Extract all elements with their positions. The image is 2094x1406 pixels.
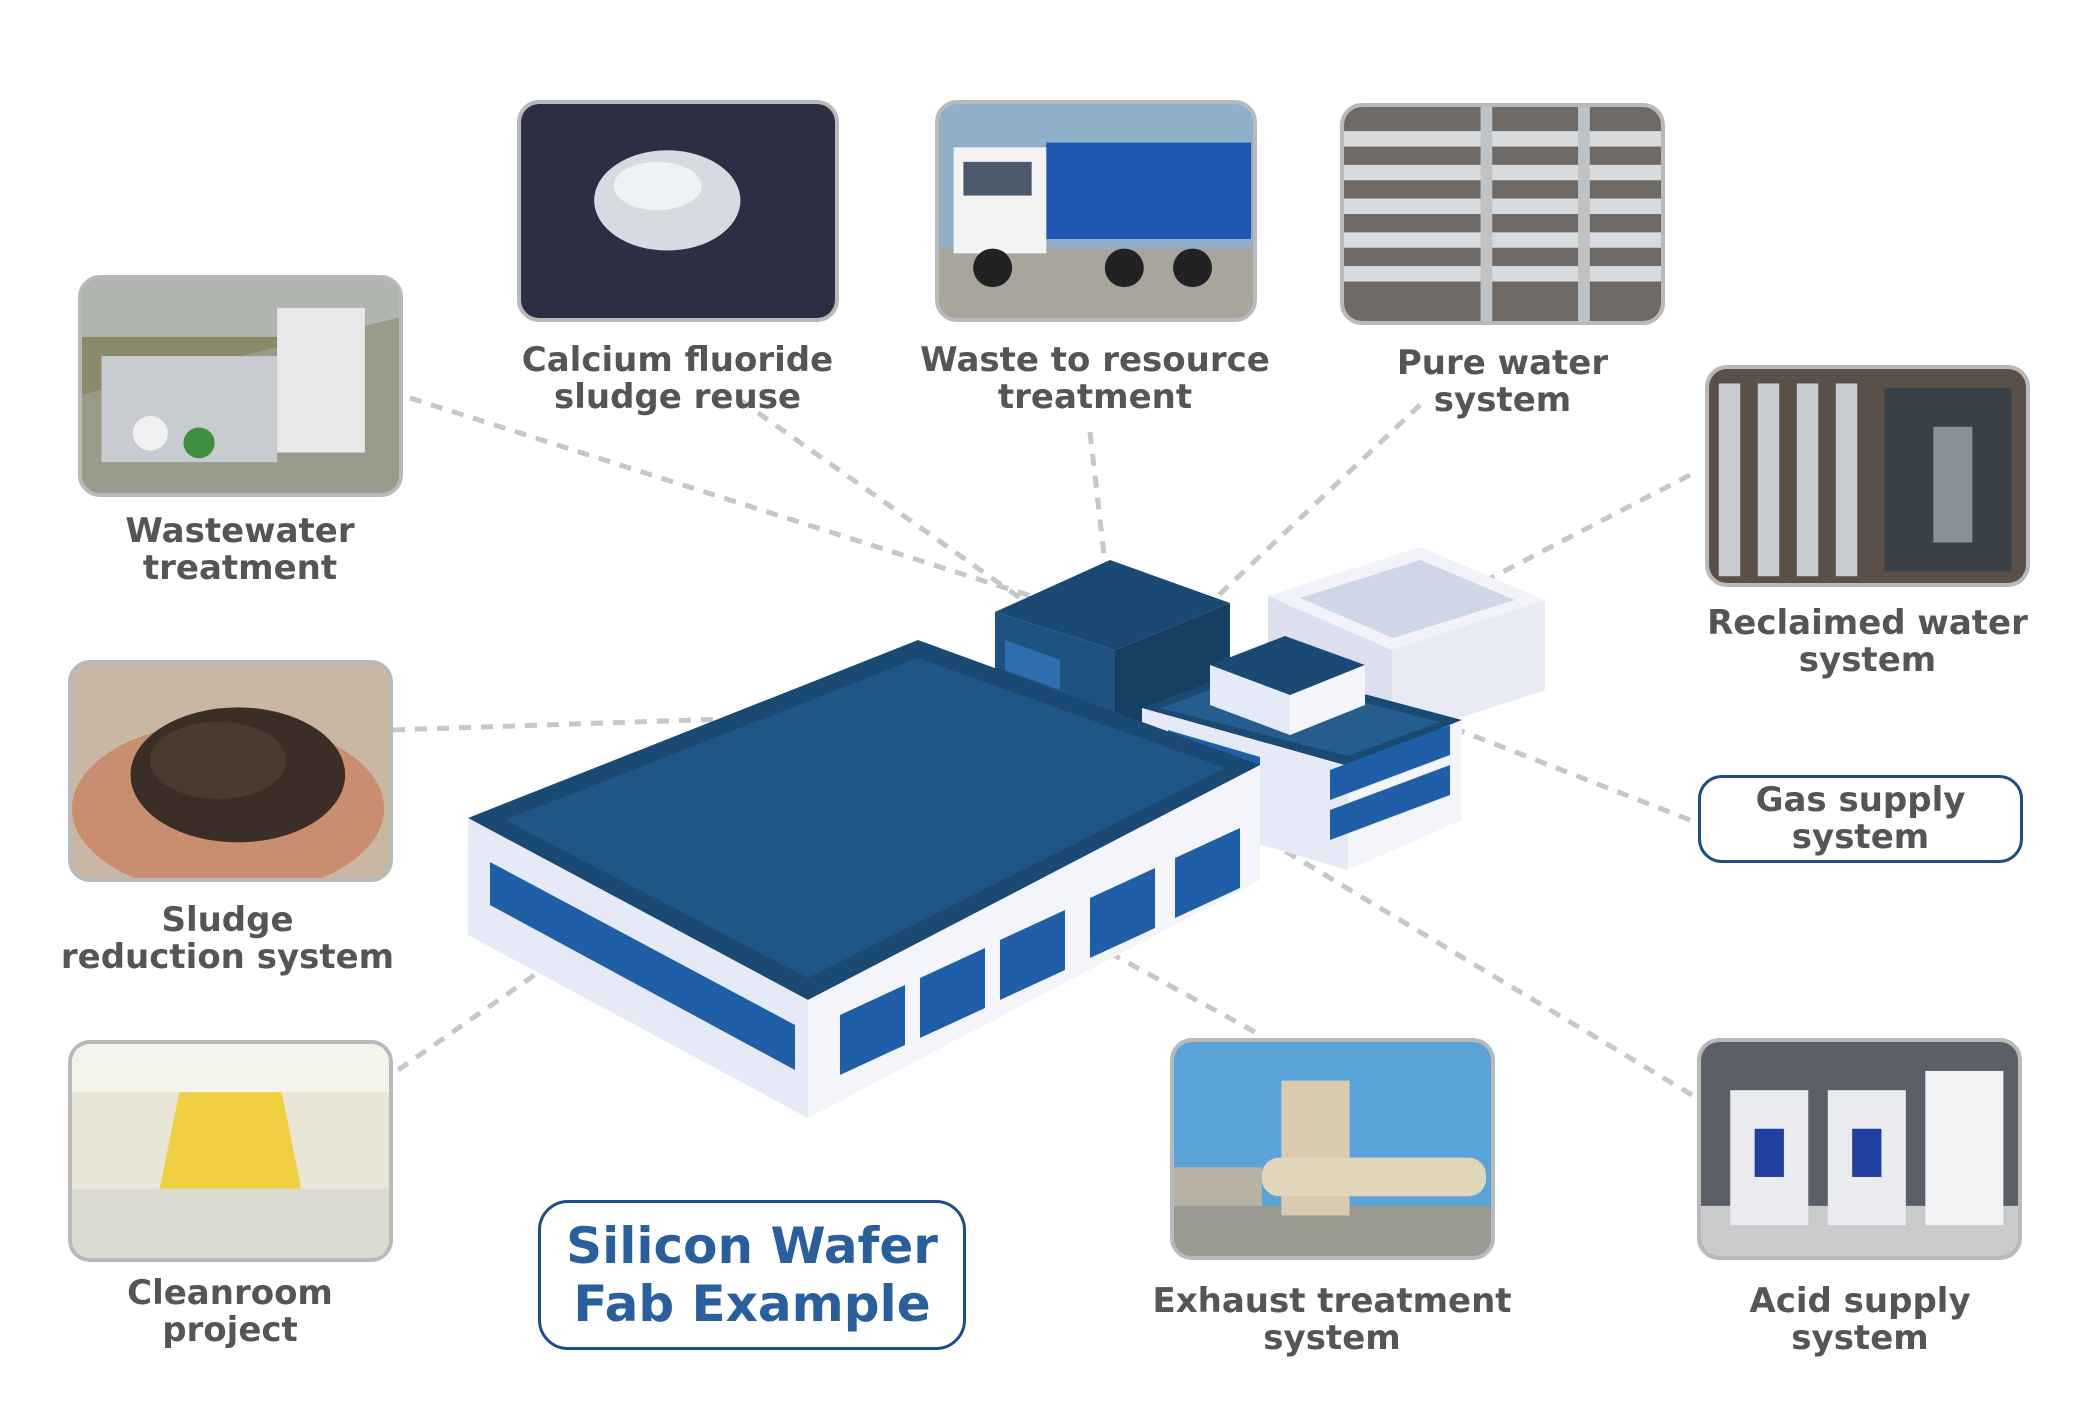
label-reclaimed: Reclaimed water system <box>1675 605 2060 679</box>
label-pure: Pure water system <box>1330 345 1675 419</box>
label-waste-line1: Waste to resource <box>920 340 1270 380</box>
label-reclaimed-line2: system <box>1798 640 1937 680</box>
label-acid-line1: Acid supply <box>1749 1281 1971 1321</box>
sludge-reduction-photo <box>68 660 393 882</box>
cleanroom-photo <box>68 1040 393 1262</box>
label-exhaust-line1: Exhaust treatment <box>1152 1281 1512 1321</box>
label-sludge-line1: Sludge <box>161 900 294 940</box>
label-calcium-line1: Calcium fluoride <box>521 340 834 380</box>
label-calcium-line2: sludge reuse <box>554 377 801 417</box>
waste-truck-photo <box>935 100 1257 322</box>
label-acid-line2: system <box>1791 1318 1929 1358</box>
label-calcium: Calcium fluoride sludge reuse <box>490 342 865 416</box>
connector-acid <box>1248 827 1694 1098</box>
label-wastewater-line2: treatment <box>142 548 338 588</box>
label-cleanroom-line1: Cleanroom <box>127 1273 333 1313</box>
label-wastewater: Wastewater treatment <box>70 513 410 587</box>
calcium-fluoride-photo <box>517 100 839 322</box>
acid-supply-photo <box>1697 1038 2022 1260</box>
label-pure-line2: system <box>1433 380 1572 420</box>
label-cleanroom-line2: project <box>162 1310 298 1350</box>
pure-water-photo <box>1340 103 1665 325</box>
label-cleanroom: Cleanroom project <box>60 1275 400 1349</box>
title-line1: Silicon Wafer <box>566 1217 938 1275</box>
label-wastewater-line1: Wastewater <box>125 511 355 551</box>
gas-supply-box: Gas supply system <box>1698 775 2023 863</box>
label-reclaimed-line1: Reclaimed water <box>1707 603 2028 643</box>
main-fab-building <box>468 640 1260 1118</box>
exhaust-photo <box>1170 1038 1495 1260</box>
label-sludge: Sludge reduction system <box>40 902 415 976</box>
wastewater-photo <box>78 275 403 497</box>
label-acid: Acid supply system <box>1690 1283 2030 1357</box>
title-box: Silicon Wafer Fab Example <box>538 1200 966 1350</box>
label-gas-line1: Gas supply <box>1755 780 1966 820</box>
connector-wastewater <box>409 395 1076 613</box>
reclaimed-water-photo <box>1705 365 2030 587</box>
label-pure-line1: Pure water <box>1396 343 1609 383</box>
label-exhaust: Exhaust treatment system <box>1132 1283 1532 1357</box>
title-line2: Fab Example <box>573 1275 931 1333</box>
label-waste-line2: treatment <box>997 377 1193 417</box>
label-sludge-line2: reduction system <box>60 937 395 977</box>
label-waste: Waste to resource treatment <box>900 342 1290 416</box>
label-gas-line2: system <box>1791 817 1930 857</box>
label-exhaust-line2: system <box>1263 1318 1401 1358</box>
